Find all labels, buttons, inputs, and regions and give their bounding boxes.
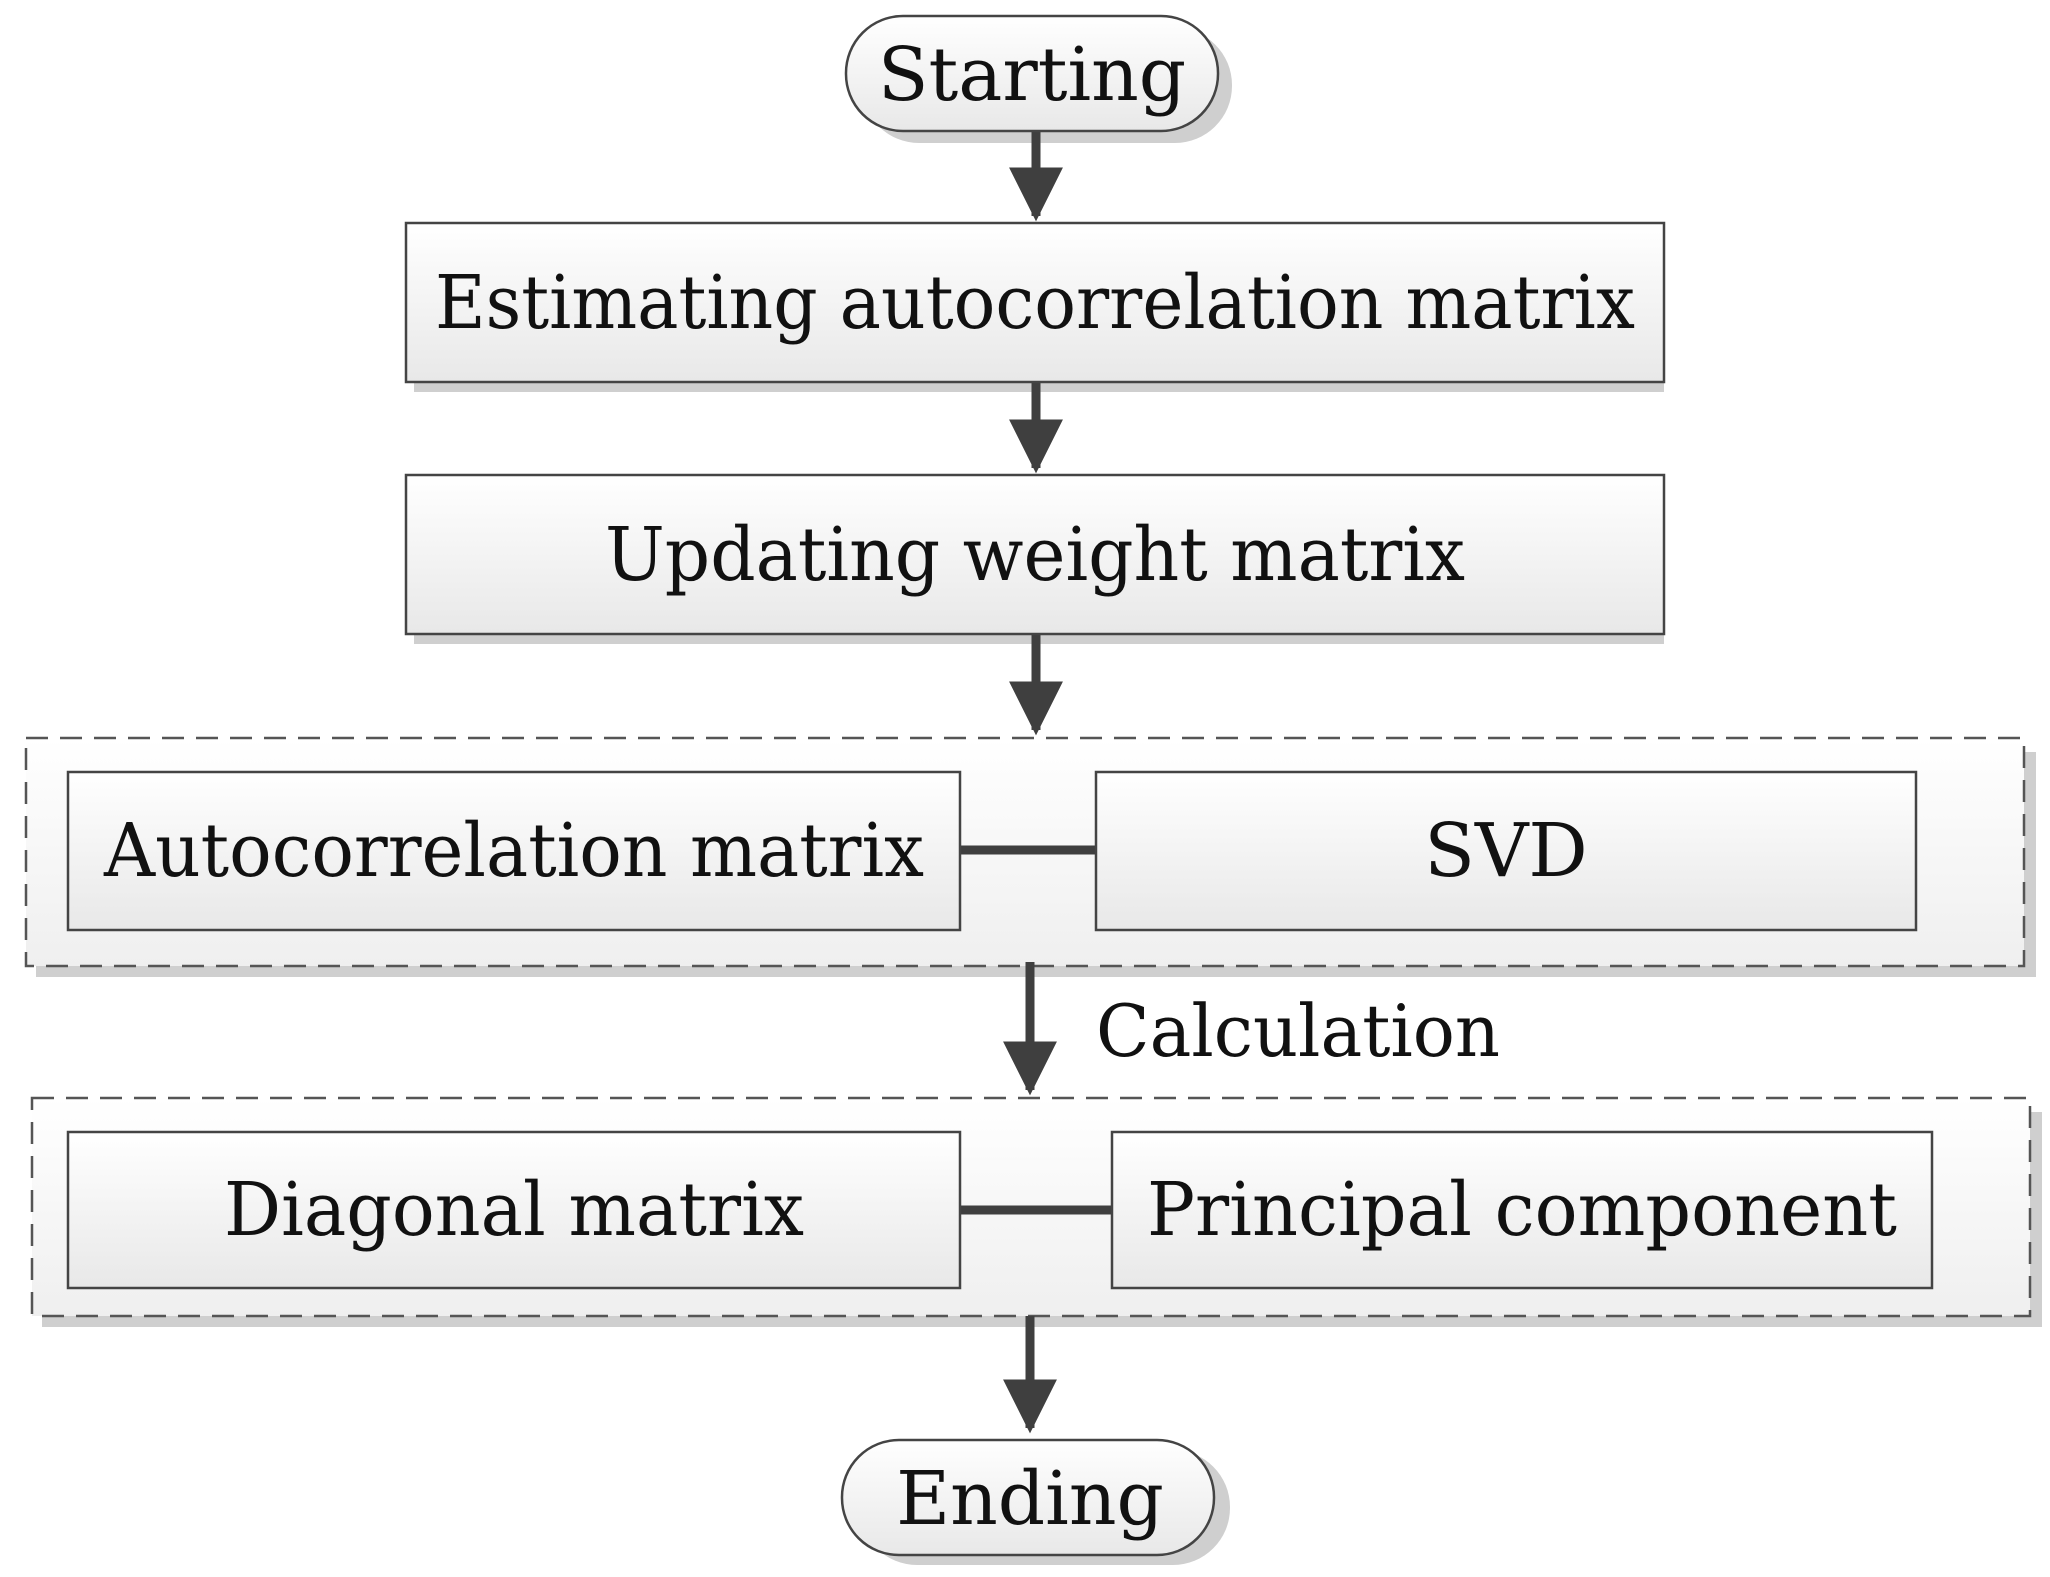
start-label: Starting bbox=[878, 32, 1186, 118]
svd-box bbox=[1094, 770, 1918, 932]
end-label: Ending bbox=[896, 1456, 1164, 1542]
principal-label: Principal component bbox=[1147, 1167, 1897, 1253]
diagonal-box bbox=[66, 1130, 962, 1290]
calculation-label: Calculation bbox=[1096, 989, 1500, 1073]
principal-box bbox=[1110, 1130, 1934, 1290]
estimate-box bbox=[404, 221, 1666, 384]
svd-label: SVD bbox=[1424, 808, 1587, 894]
autocorr-label: Autocorrelation matrix bbox=[103, 808, 924, 894]
end-terminal bbox=[840, 1438, 1216, 1557]
update-box bbox=[404, 473, 1666, 636]
estimate-label: Estimating autocorrelation matrix bbox=[435, 260, 1635, 346]
start-terminal bbox=[844, 14, 1220, 133]
connectors bbox=[958, 128, 1112, 1434]
update-label: Updating weight matrix bbox=[605, 512, 1465, 598]
autocorr-box bbox=[66, 770, 962, 932]
diagonal-label: Diagonal matrix bbox=[224, 1167, 804, 1253]
